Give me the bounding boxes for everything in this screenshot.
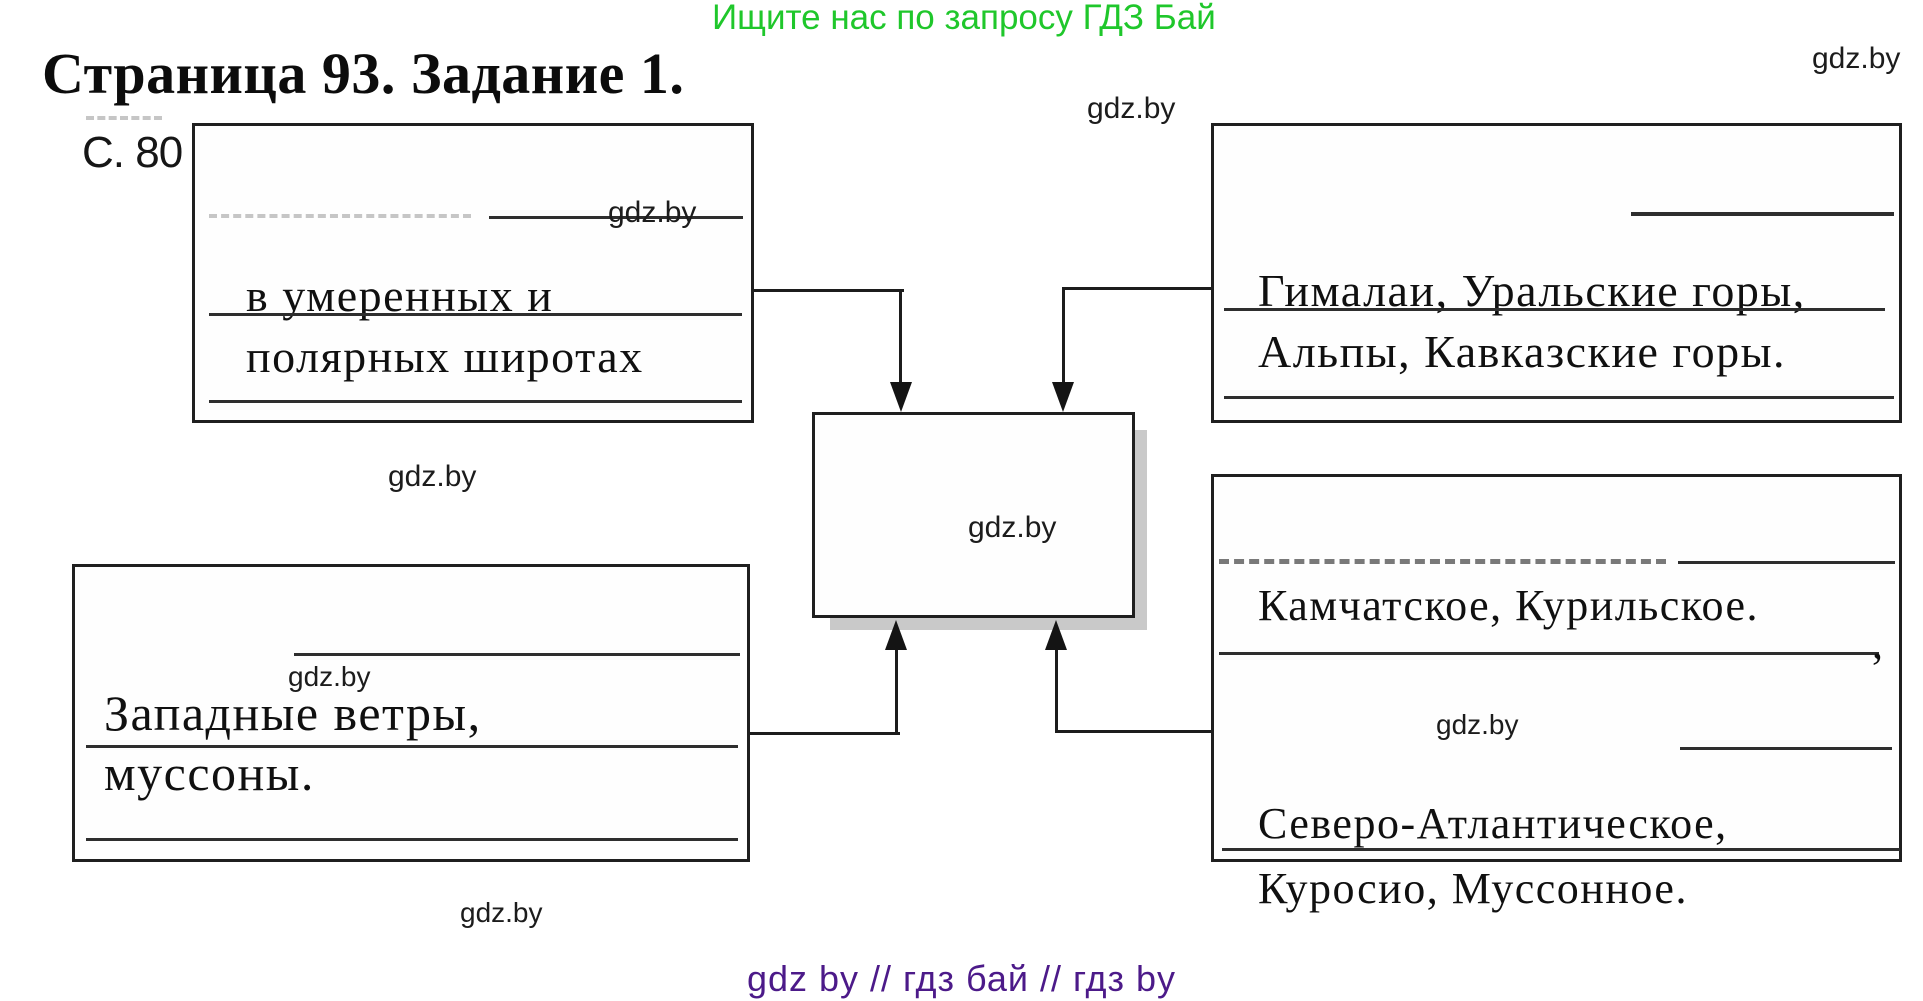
answer-text: Западные ветры, [104,685,482,741]
watermark-in-bottom-left-box: gdz.by [288,661,371,692]
answer-text: полярных широтах [246,331,644,382]
erased-text-remnant [209,214,471,218]
arrowhead-down-right [1052,382,1074,412]
promo-banner: Ищите нас по запросу ГДЗ Бай [712,0,1216,37]
watermark-top-center: gdz.by [1087,92,1176,125]
answer-underline [1224,308,1885,311]
answer-text: муссоны. [104,745,315,801]
connector-top-left-horizontal [754,289,904,292]
answer-text: Северо-Атлантическое, [1258,799,1728,848]
arrowhead-up-right [1045,620,1067,650]
connector-bottom-right-horizontal [1057,730,1211,733]
footer-site-links: gdz by // гдз бай // гдз by [746,958,1177,999]
box-bottom-right-currents: Камчатское, Курильское. , gdz.by Северо-… [1211,474,1902,911]
watermark-in-top-left-box: gdz.by [608,196,697,229]
page-title: Страница 93. Задание 1. [42,41,685,106]
watermark-in-bottom-right-box: gdz.by [1436,709,1519,740]
connector-bottom-right-vertical [1055,648,1058,733]
connector-top-left-vertical [899,289,902,385]
answer-underline [209,313,742,316]
answer-underline [86,745,738,748]
answer-underline [86,838,738,841]
answer-blank-line [489,216,743,219]
arrowhead-down-left [890,382,912,412]
box-top-right-mountains: Гималаи, Уральские горы, Альпы, Кавказск… [1211,123,1902,423]
erased-text-remnant [1219,559,1666,564]
answer-underline [1222,848,1900,851]
connector-top-right-horizontal [1065,287,1211,290]
answer-text: в умеренных и [246,270,554,321]
watermark-in-center-box: gdz.by [968,511,1057,544]
watermark-top-right: gdz.by [1812,42,1901,75]
watermark-mid-left: gdz.by [388,460,477,493]
watermark-bottom-center: gdz.by [460,897,543,928]
answer-underline [209,400,742,403]
answer-blank-line [1631,212,1894,216]
page-reference: С. 80 [82,128,183,177]
box-center-scheme-hub: gdz.by [812,412,1135,618]
answer-text: Камчатское, Курильское. [1258,581,1760,630]
connector-top-right-vertical [1062,287,1065,385]
box-bottom-left-winds: gdz.by Западные ветры, муссоны. [72,564,750,862]
answer-text: Альпы, Кавказские горы. [1258,326,1787,377]
answer-text-overflow: Куросио, Муссонное. [1258,864,1688,913]
trailing-comma: , [1872,619,1885,668]
answer-blank-line [1680,747,1892,750]
connector-bottom-left-horizontal [750,732,900,735]
connector-bottom-left-vertical [895,648,898,735]
answer-blank-line [1678,561,1895,564]
answer-underline [1219,652,1879,655]
answer-underline [1224,396,1894,399]
arrowhead-up-left [885,620,907,650]
answer-blank-line [294,653,740,656]
erased-mark-above-pageref [86,116,162,120]
answer-text: Гималаи, Уральские горы, [1258,265,1806,316]
box-top-left-latitudes: gdz.by в умеренных и полярных широтах [192,123,754,423]
